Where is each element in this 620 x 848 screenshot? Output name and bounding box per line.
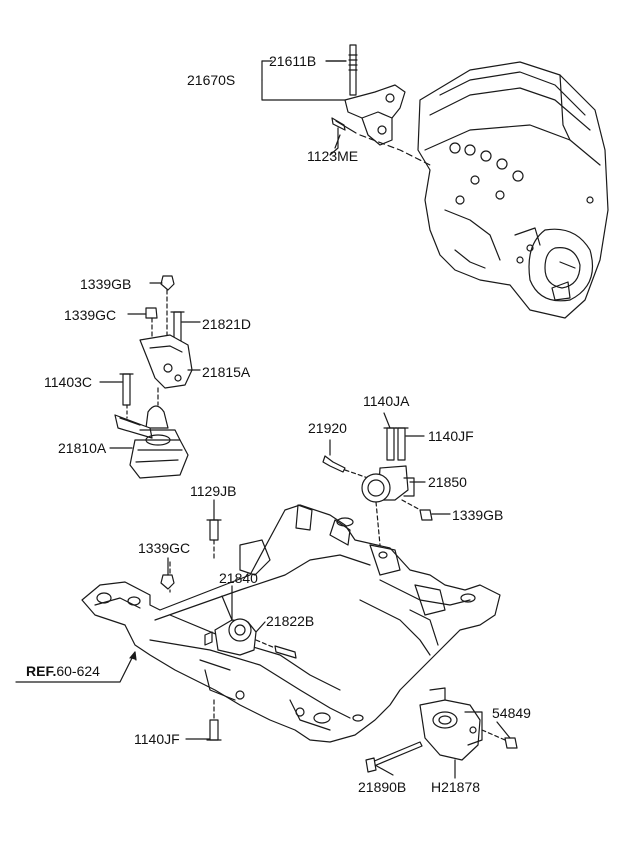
label-21822b: 21822B xyxy=(266,613,315,629)
label-1339gc-mid: 1339GC xyxy=(138,540,191,556)
engine-block xyxy=(417,61,609,319)
label-1339gc-top: 1339GC xyxy=(64,307,117,323)
label-21850: 21850 xyxy=(428,474,467,490)
label-11403c: 11403C xyxy=(44,374,93,390)
reference-code: 60-624 xyxy=(56,663,100,679)
label-21670s: 21670S xyxy=(187,72,236,88)
engine-bracket-21670s xyxy=(331,44,431,166)
label-21821d: 21821D xyxy=(202,316,252,332)
leader-lines xyxy=(99,60,511,779)
reference-label: REF.60-624 xyxy=(26,663,100,679)
label-1140ja: 1140JA xyxy=(363,393,410,409)
label-21611b: 21611B xyxy=(269,53,317,69)
label-1339gb-top: 1339GB xyxy=(80,276,132,292)
left-mount-assembly xyxy=(114,275,193,479)
bracket-h21878 xyxy=(365,687,518,773)
label-21920: 21920 xyxy=(308,420,347,436)
bolt-1140jf-bottom xyxy=(206,699,222,741)
label-1123me: 1123ME xyxy=(307,148,359,164)
label-21815a: 21815A xyxy=(202,364,251,380)
front-mount-21840 xyxy=(204,595,297,659)
subframe xyxy=(81,504,501,743)
rear-mount-assembly xyxy=(322,427,433,546)
reference-prefix: REF. xyxy=(26,663,57,679)
label-h21878: H21878 xyxy=(431,779,481,795)
bolt-1129jb xyxy=(206,519,222,561)
label-1140jf-right: 1140JF xyxy=(428,428,474,444)
label-1140jf-bottom: 1140JF xyxy=(134,731,180,747)
nut-1339gc xyxy=(160,574,175,590)
label-1129jb: 1129JB xyxy=(190,483,237,499)
label-21890b: 21890B xyxy=(358,779,407,795)
ref-pointer xyxy=(15,651,137,683)
label-1339gb-right: 1339GB xyxy=(452,507,504,523)
label-21810a: 21810A xyxy=(58,440,107,456)
label-21840: 21840 xyxy=(219,570,258,586)
label-54849: 54849 xyxy=(492,705,531,721)
